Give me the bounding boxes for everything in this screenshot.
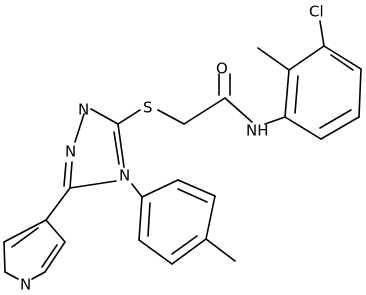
bond <box>264 116 286 125</box>
bond <box>131 183 143 198</box>
bond <box>45 187 71 221</box>
bond <box>177 179 216 197</box>
bond <box>224 97 253 123</box>
triazole-n4-label: N <box>119 167 130 185</box>
bond <box>171 235 198 255</box>
bond <box>177 188 208 203</box>
sulfur-label: S <box>143 99 153 117</box>
bond <box>319 109 352 129</box>
bond <box>31 271 46 280</box>
bond <box>323 45 362 70</box>
bond <box>3 241 6 273</box>
bond <box>171 238 207 265</box>
bond <box>44 241 66 273</box>
bond <box>3 219 47 243</box>
bond <box>330 54 354 71</box>
triazole-n1-label: N <box>78 101 89 119</box>
bond <box>11 227 39 248</box>
bond <box>69 161 73 189</box>
triazole-n2-label: N <box>65 143 76 161</box>
bond <box>74 113 85 143</box>
bond <box>45 219 66 243</box>
bond <box>205 195 216 240</box>
bond <box>358 68 362 118</box>
amide-nh-label: NH <box>246 122 269 140</box>
bond <box>117 109 141 125</box>
bond <box>288 45 325 71</box>
bond <box>320 116 360 140</box>
bonds <box>3 20 362 280</box>
pyridine-nitrogen-label: N <box>20 276 31 294</box>
bond <box>138 196 143 241</box>
bond <box>284 116 322 140</box>
bond <box>63 162 67 187</box>
bond <box>138 239 173 265</box>
bond <box>294 75 299 114</box>
bond <box>41 244 58 268</box>
bond <box>69 180 117 189</box>
atom-labels: Cl O S NH N N N N <box>20 3 324 294</box>
oxygen-label: O <box>216 60 228 78</box>
bond <box>117 123 125 168</box>
bond <box>4 271 19 280</box>
bond <box>205 238 236 262</box>
bond <box>257 47 290 71</box>
bond <box>141 179 179 198</box>
bond <box>157 109 185 125</box>
bond <box>147 202 151 237</box>
bond <box>319 20 325 47</box>
bond <box>284 69 290 118</box>
bond <box>113 131 120 165</box>
chlorine-label: Cl <box>309 3 324 21</box>
bond <box>183 97 226 125</box>
bond <box>90 108 119 125</box>
